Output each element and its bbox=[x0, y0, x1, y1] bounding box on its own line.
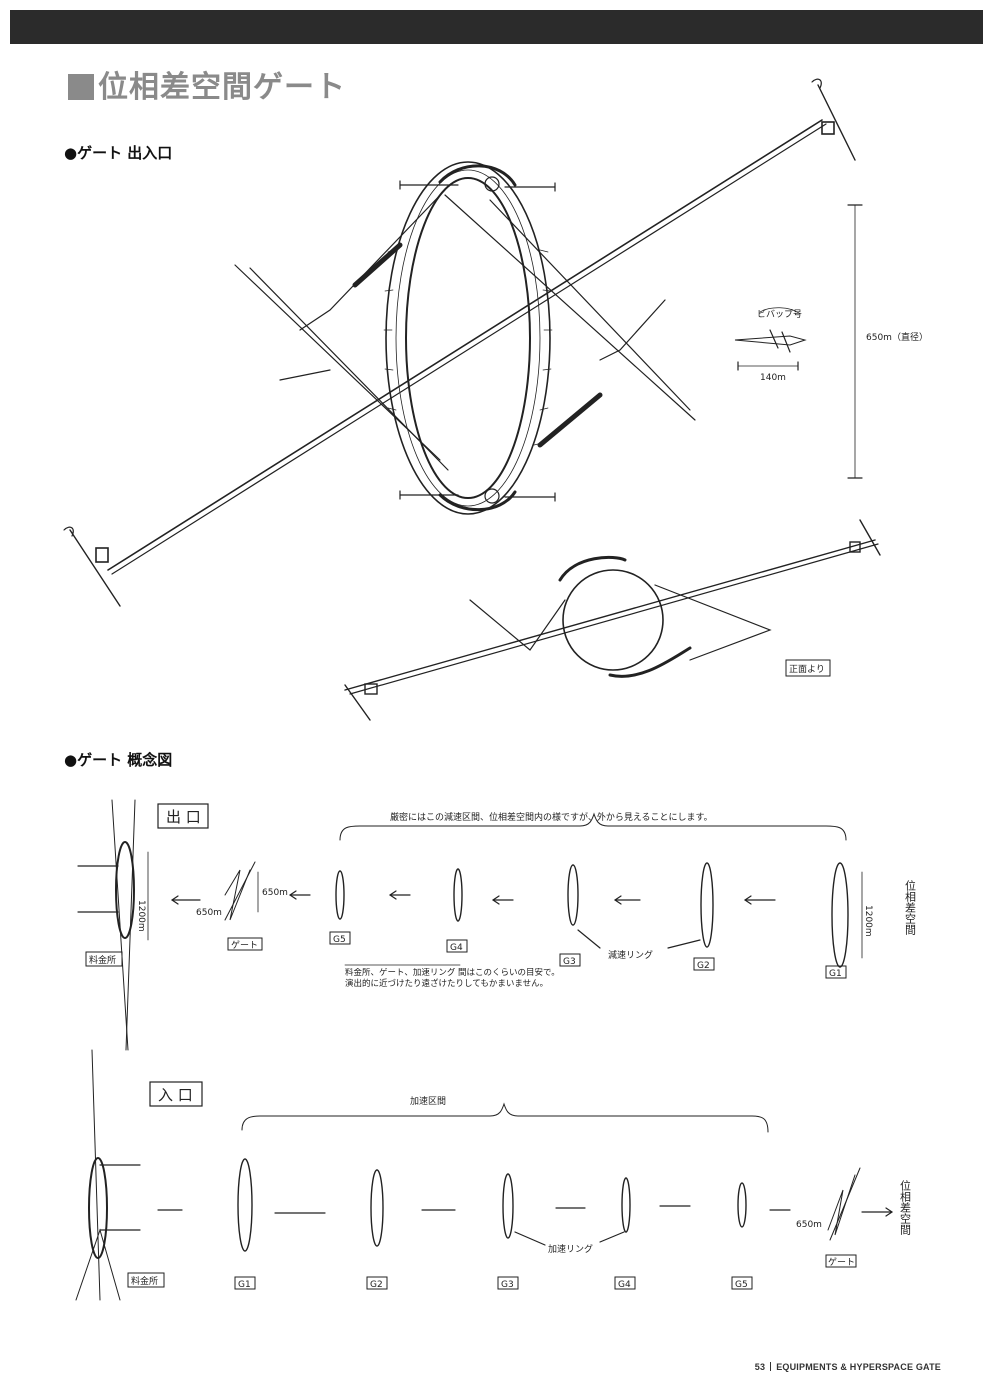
entry-ring-g3: G3 bbox=[501, 1280, 514, 1290]
front-view-label: 正面より bbox=[789, 664, 825, 675]
exit-gate-height: 650m bbox=[262, 888, 288, 898]
exit-ring-g1: G1 bbox=[829, 969, 842, 979]
footer-section: EQUIPMENTS & HYPERSPACE GATE bbox=[776, 1362, 941, 1372]
gate-front-view-drawing bbox=[344, 519, 881, 721]
exit-note-box: 料金所、ゲート、加速リング 間はこのくらいの目安で。 演出的に近づけたり遠ざけた… bbox=[345, 968, 560, 989]
page-footer: 53 EQUIPMENTS & HYPERSPACE GATE bbox=[755, 1362, 941, 1372]
page-title: 位相差空間ゲート bbox=[68, 62, 346, 106]
gate-perspective-drawing bbox=[63, 78, 863, 607]
exit-small-note: 650m bbox=[196, 908, 222, 918]
entry-toll-label: 料金所 bbox=[131, 1275, 158, 1287]
exit-gate-label: ゲート bbox=[231, 939, 258, 951]
entry-ring-g2: G2 bbox=[370, 1280, 383, 1290]
page-title-text: 位相差空間ゲート bbox=[98, 70, 346, 105]
entry-ring-g1: G1 bbox=[238, 1280, 251, 1290]
entry-small-note: 650m bbox=[796, 1220, 822, 1230]
title-square-icon bbox=[68, 74, 94, 100]
exit-note: 料金所、ゲート、加速リング 間はこのくらいの目安で。 演出的に近づけたり遠ざけた… bbox=[345, 968, 560, 989]
footer-separator bbox=[770, 1362, 772, 1371]
exit-toll-height: 1200m bbox=[136, 900, 146, 932]
exit-ring-g4: G4 bbox=[450, 943, 463, 953]
exit-ring-g2: G2 bbox=[697, 961, 710, 971]
ship-length-label: 140m bbox=[760, 373, 786, 383]
exit-toll-label: 料金所 bbox=[89, 954, 116, 966]
exit-brace-note: 厳密にはこの減速区間、位相差空間内の様ですが、外から見えることにします。 bbox=[390, 811, 713, 823]
exit-heading: 出 口 bbox=[166, 808, 201, 826]
entry-ring-g5: G5 bbox=[735, 1280, 748, 1290]
entry-heading: 入 口 bbox=[158, 1086, 193, 1104]
concept-exit-drawing bbox=[77, 799, 863, 1051]
exit-ring-g5: G5 bbox=[333, 935, 346, 945]
diameter-label: 650m（直径） bbox=[866, 331, 928, 343]
entry-hyperspace-label: 位相差空間 bbox=[899, 1179, 912, 1236]
section-heading-entrance: ●ゲート 出入口 bbox=[64, 144, 173, 162]
decel-ring-label: 減速リング bbox=[608, 949, 653, 961]
entry-brace-note: 加速区間 bbox=[410, 1096, 446, 1107]
exit-hyperspace-label: 位相差空間 bbox=[904, 879, 917, 936]
concept-entry-drawing bbox=[75, 1049, 893, 1301]
annotations: 650m（直径） ビバップ号 140m 正面より 出 口 厳密にはこの減速区間、… bbox=[89, 309, 928, 1290]
accel-ring-label: 加速リング bbox=[548, 1243, 593, 1255]
page-number: 53 bbox=[754, 1362, 766, 1372]
entry-ring-g4: G4 bbox=[618, 1280, 631, 1290]
exit-ring-height: 1200m bbox=[863, 905, 873, 937]
exit-ring-g3: G3 bbox=[563, 957, 576, 967]
section-heading-concept: ●ゲート 概念図 bbox=[64, 751, 173, 769]
entry-gate-label: ゲート bbox=[828, 1256, 855, 1268]
ship-label: ビバップ号 bbox=[757, 309, 802, 320]
top-bar bbox=[10, 10, 983, 44]
